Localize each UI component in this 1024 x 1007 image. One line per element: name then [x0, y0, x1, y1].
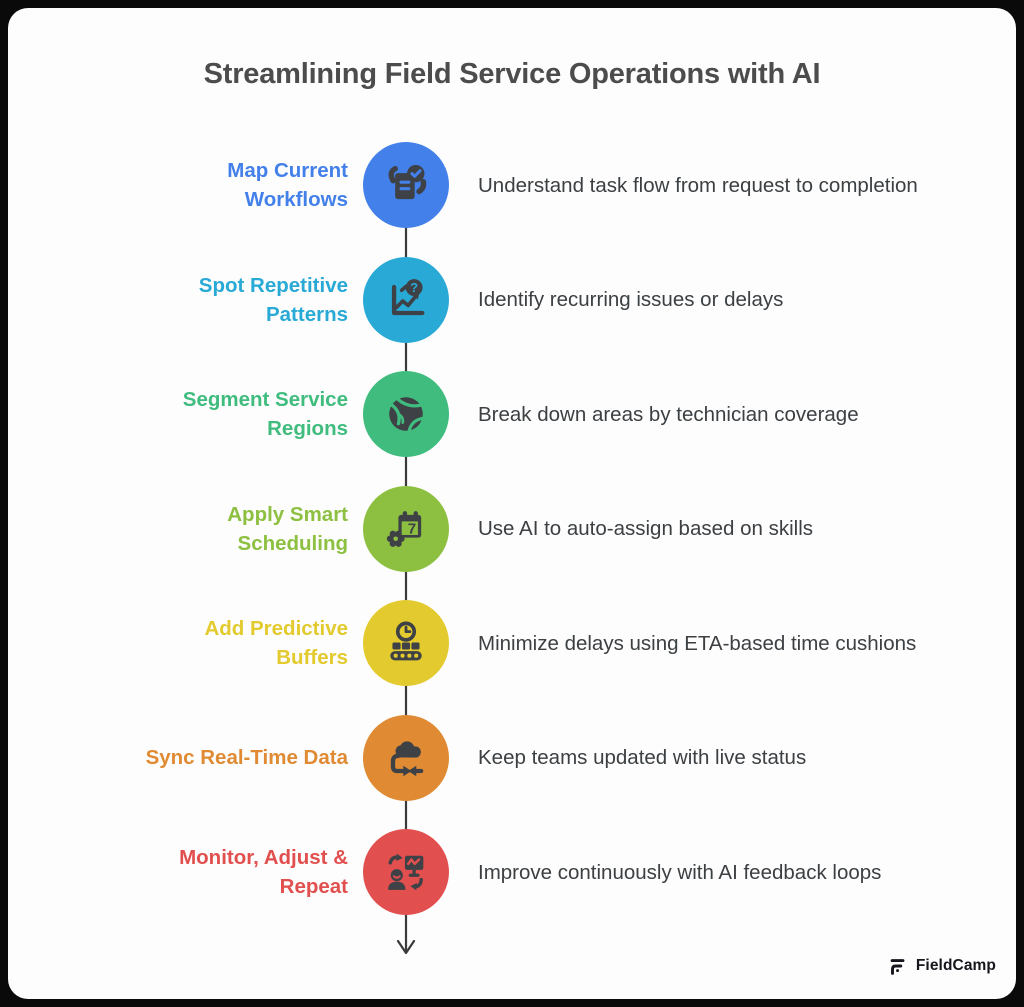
cloud-sync-icon — [363, 714, 449, 801]
checklist-hands-icon — [363, 142, 449, 229]
step-label: Map Current Workflows — [227, 159, 348, 212]
step-label: Segment Service Regions — [182, 388, 348, 441]
brand-name: FieldCamp — [915, 957, 996, 974]
svg-text:7: 7 — [408, 520, 416, 537]
svg-text:?: ? — [410, 280, 418, 295]
trend-question-icon: ? — [363, 256, 449, 343]
step-description: Identify recurring issues or delays — [478, 288, 784, 312]
step-row: Map Current Workflows Understand task fl… — [8, 128, 1016, 243]
step-row: Segment Service Regions Break down areas… — [8, 357, 1016, 472]
fieldcamp-logo-icon — [890, 959, 905, 975]
step-description: Use AI to auto-assign based on skills — [478, 517, 814, 541]
step-label: Monitor, Adjust & Repeat — [179, 846, 348, 899]
step-description: Keep teams updated with live status — [478, 746, 807, 770]
brand-logo: FieldCamp — [887, 955, 996, 977]
step-description: Break down areas by technician coverage — [478, 402, 859, 426]
page-title: Streamlining Field Service Operations wi… — [203, 58, 821, 90]
step-description: Improve continuously with AI feedback lo… — [478, 860, 882, 884]
calendar-gear-icon: 7 — [363, 485, 449, 572]
infographic-card: Streamlining Field Service Operations wi… — [8, 8, 1016, 999]
step-description: Understand task flow from request to com… — [478, 173, 918, 197]
globe-icon — [363, 371, 449, 458]
step-row: Add Predictive Buffers — [8, 586, 1016, 701]
step-description: Minimize delays using ETA-based time cus… — [478, 631, 917, 655]
step-label: Sync Real-Time Data — [145, 746, 348, 770]
step-label: Add Predictive Buffers — [204, 617, 348, 670]
step-row: Spot Repetitive Patterns ? Identify recu… — [8, 243, 1016, 358]
steps-timeline: Map Current Workflows Understand task fl… — [8, 128, 1016, 955]
step-label: Spot Repetitive Patterns — [198, 273, 348, 326]
step-row: Monitor, Adjust & Repeat — [8, 815, 1016, 930]
person-feedback-icon — [363, 829, 449, 916]
step-row: Apply Smart Scheduling 7 — [8, 472, 1016, 587]
step-label: Apply Smart Scheduling — [227, 502, 348, 555]
step-row: Sync Real-Time Data Keep teams updat — [8, 701, 1016, 816]
clock-conveyor-icon — [363, 600, 449, 687]
